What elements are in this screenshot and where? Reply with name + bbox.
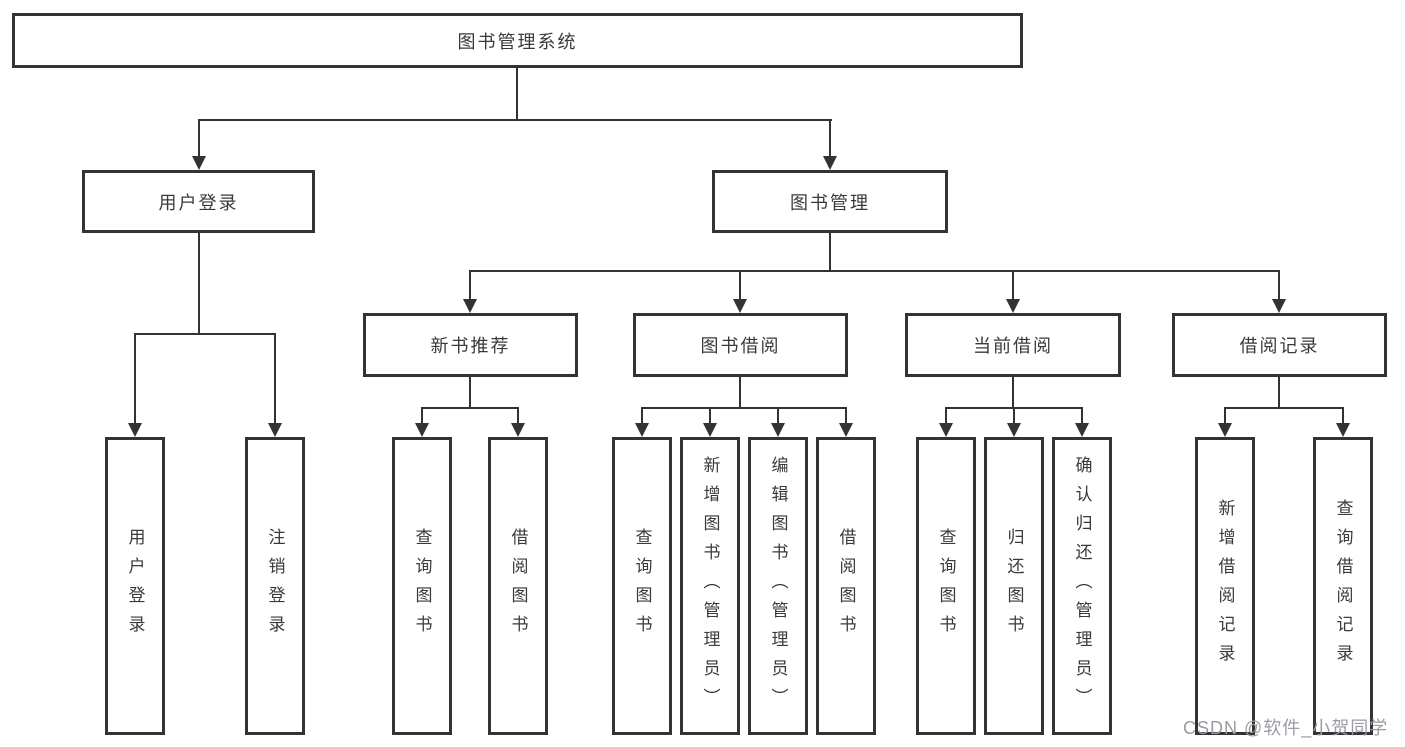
connector-drop-leaf <box>641 407 643 424</box>
arrow-leaf-icon <box>511 423 525 437</box>
leaf-user-login: 用户登录 <box>105 437 165 735</box>
arrow-leaf-icon <box>635 423 649 437</box>
connector-drop-leaf <box>1342 407 1344 424</box>
connector-drop-new-book <box>469 270 471 300</box>
arrow-leaf-icon <box>939 423 953 437</box>
arrow-leaf-icon <box>415 423 429 437</box>
connector-drop-user-login <box>198 119 200 157</box>
leaf-borrow-book-1: 借阅图书 <box>488 437 548 735</box>
arrow-user-login-icon <box>192 156 206 170</box>
leaf-query-book-3: 查询图书 <box>916 437 976 735</box>
connector-user-login-stem <box>198 232 200 335</box>
node-new-book-recommend: 新书推荐 <box>363 313 578 377</box>
node-book-management: 图书管理 <box>712 170 948 233</box>
connector-drop-leaf <box>845 407 847 424</box>
connector-book-borrow-rail <box>641 407 847 409</box>
arrow-leaf-icon <box>771 423 785 437</box>
connector-drop-borrow-records <box>1278 270 1280 300</box>
connector-new-book-rail <box>421 407 519 409</box>
arrow-book-management-icon <box>823 156 837 170</box>
connector-drop-leaf-logout <box>274 333 276 423</box>
arrow-leaf-icon <box>839 423 853 437</box>
connector-drop-leaf <box>777 407 779 424</box>
connector-borrow-records-rail <box>1224 407 1344 409</box>
leaf-borrow-book-2: 借阅图书 <box>816 437 876 735</box>
arrow-leaf-icon <box>1075 423 1089 437</box>
leaf-query-borrow-record: 查询借阅记录 <box>1313 437 1373 735</box>
leaf-edit-book-admin: 编辑图书（管理员） <box>748 437 808 735</box>
connector-drop-leaf <box>1224 407 1226 424</box>
connector-level2-rail <box>198 119 832 121</box>
connector-drop-leaf <box>421 407 423 424</box>
connector-drop-leaf <box>945 407 947 424</box>
connector-user-login-rail <box>134 333 276 335</box>
leaf-logout: 注销登录 <box>245 437 305 735</box>
node-user-login: 用户登录 <box>82 170 315 233</box>
connector-drop-leaf <box>709 407 711 424</box>
arrow-current-borrow-icon <box>1006 299 1020 313</box>
connector-drop-leaf-login <box>134 333 136 423</box>
connector-level3-rail <box>469 270 1280 272</box>
connector-drop-current-borrow <box>1012 270 1014 300</box>
leaf-add-book-admin: 新增图书（管理员） <box>680 437 740 735</box>
node-book-borrow: 图书借阅 <box>633 313 848 377</box>
connector-book-management-stem <box>829 232 831 272</box>
connector-book-borrow-stem <box>739 376 741 409</box>
leaf-confirm-return-admin: 确认归还（管理员） <box>1052 437 1112 735</box>
arrow-leaf-icon <box>1336 423 1350 437</box>
connector-drop-book-management <box>829 119 831 157</box>
watermark: CSDN @软件_小贺同学 <box>1183 718 1389 738</box>
node-root: 图书管理系统 <box>12 13 1023 68</box>
arrow-leaf-logout-icon <box>268 423 282 437</box>
leaf-return-book: 归还图书 <box>984 437 1044 735</box>
leaf-query-book-1: 查询图书 <box>392 437 452 735</box>
arrow-leaf-login-icon <box>128 423 142 437</box>
leaf-add-borrow-record: 新增借阅记录 <box>1195 437 1255 735</box>
arrow-leaf-icon <box>1218 423 1232 437</box>
connector-drop-leaf <box>1013 407 1015 424</box>
connector-new-book-stem <box>469 376 471 409</box>
arrow-new-book-icon <box>463 299 477 313</box>
connector-root-stem <box>516 67 518 120</box>
connector-drop-leaf <box>1081 407 1083 424</box>
node-borrow-records: 借阅记录 <box>1172 313 1387 377</box>
arrow-leaf-icon <box>703 423 717 437</box>
connector-current-borrow-stem <box>1012 376 1014 409</box>
leaf-query-book-2: 查询图书 <box>612 437 672 735</box>
connector-drop-book-borrow <box>739 270 741 300</box>
arrow-leaf-icon <box>1007 423 1021 437</box>
arrow-book-borrow-icon <box>733 299 747 313</box>
connector-drop-leaf <box>517 407 519 424</box>
connector-borrow-records-stem <box>1278 376 1280 409</box>
arrow-borrow-records-icon <box>1272 299 1286 313</box>
node-current-borrow: 当前借阅 <box>905 313 1121 377</box>
